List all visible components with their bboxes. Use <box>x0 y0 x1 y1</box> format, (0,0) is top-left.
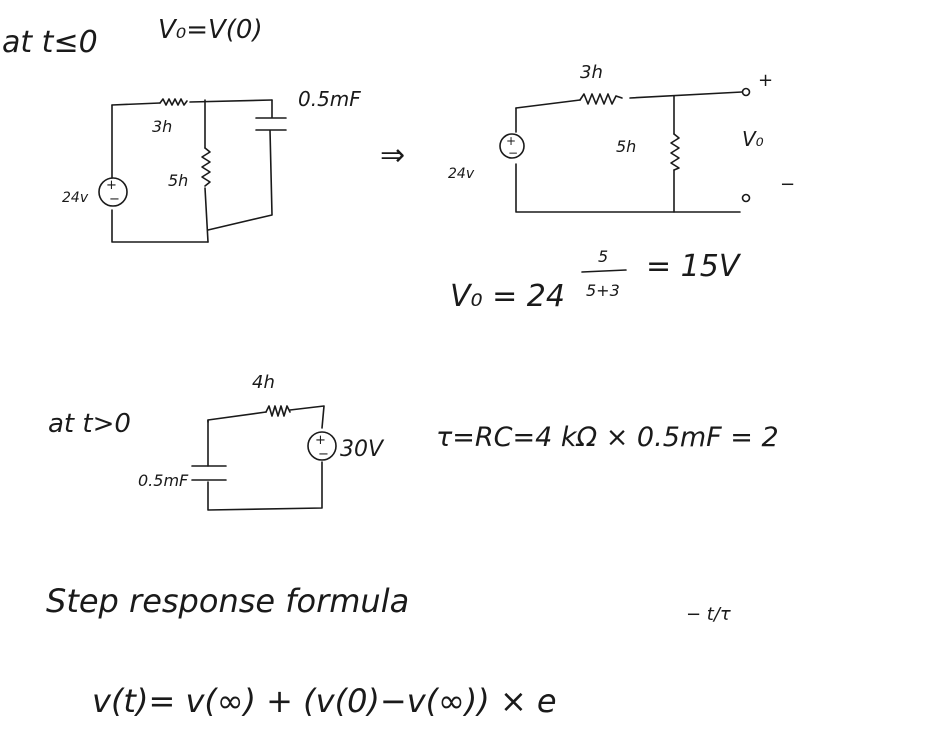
circuit-b: + − 3h 5h 24v + − V₀ <box>448 62 795 213</box>
circuit-c-source-plus: + <box>315 433 326 448</box>
circuit-b-label-3h: 3h <box>580 62 603 83</box>
circuit-a-label-3h: 3h <box>152 117 172 136</box>
circuit-b-source-minus: − <box>508 146 518 160</box>
circuit-c-source-minus: − <box>318 447 329 462</box>
circuit-b-label-source: 24v <box>448 166 475 182</box>
circuit-b-label-5h: 5h <box>616 137 636 156</box>
circuit-b-terminal-plus: + <box>758 70 773 91</box>
circuit-c-wire-top <box>207 405 325 429</box>
divider-frac-numerator: 5 <box>598 247 608 266</box>
circuit-a-resistor-top <box>159 98 188 106</box>
circuit-b-source-plus: + <box>506 134 516 148</box>
circuit-b-resistor-mid <box>670 133 680 171</box>
circuit-b-wire-top <box>515 91 743 109</box>
circuit-a-wire-mid <box>204 99 209 243</box>
circuit-b-terminal-minus: − <box>780 174 795 195</box>
circuit-b-label-vo: V₀ <box>742 127 764 151</box>
circuit-b-wire-left <box>515 107 741 213</box>
step-response-formula: v(t)= v(∞) + (v(0)−v(∞)) × e <box>92 682 557 720</box>
circuit-c-label-capacitor: 0.5mF <box>138 471 189 490</box>
circuit-c-label-30v: 30V <box>340 437 385 462</box>
circuit-a-wire-left <box>111 104 209 243</box>
step-response-title: Step response formula <box>46 582 409 620</box>
circuit-c-capacitor <box>191 465 227 481</box>
step-response-exponent: − t/τ <box>686 604 731 625</box>
tau-equation: τ=RC=4 kΩ × 0.5mF = 2 <box>436 422 779 453</box>
circuit-a-label-5h: 5h <box>168 171 188 190</box>
circuit-c-resistor <box>265 405 291 417</box>
circuit-a-label-capacitor: 0.5mF <box>298 87 361 111</box>
circuit-a-label-source: 24v <box>62 190 89 206</box>
circuit-a: + − 3h 5h 0.5mF 24v <box>62 87 361 243</box>
circuit-b-terminal-top <box>741 87 751 97</box>
circuit-b-terminal-bottom <box>741 193 751 203</box>
implies-arrow: ⇒ <box>380 138 405 173</box>
circuit-a-capacitor <box>207 99 287 231</box>
circuit-c-source <box>307 431 337 461</box>
circuit-b-resistor-top <box>579 93 623 105</box>
section2-heading: at t>0 <box>48 409 131 439</box>
divider-result: V₀ = 24 5 5+3 = 15V <box>450 247 742 314</box>
circuit-a-source <box>98 177 128 207</box>
circuit-c: + − 4h 0.5mF 30V <box>138 372 385 511</box>
circuit-a-source-plus: + <box>106 178 117 193</box>
divider-rhs: = 15V <box>646 249 742 284</box>
section1-heading: at t≤0 <box>2 25 98 60</box>
circuit-a-wire-top <box>111 99 273 106</box>
divider-frac-denominator: 5+3 <box>586 281 620 300</box>
section1-heading-eq: V₀=V(0) <box>158 15 263 45</box>
circuit-c-wire-left <box>207 419 323 511</box>
circuit-a-source-minus: − <box>109 192 120 207</box>
circuit-b-source <box>499 133 525 159</box>
circuit-c-label-4h: 4h <box>252 372 275 393</box>
divider-lhs: V₀ = 24 <box>450 279 565 314</box>
divider-frac-bar <box>581 269 627 273</box>
circuit-a-resistor-mid <box>201 147 211 187</box>
